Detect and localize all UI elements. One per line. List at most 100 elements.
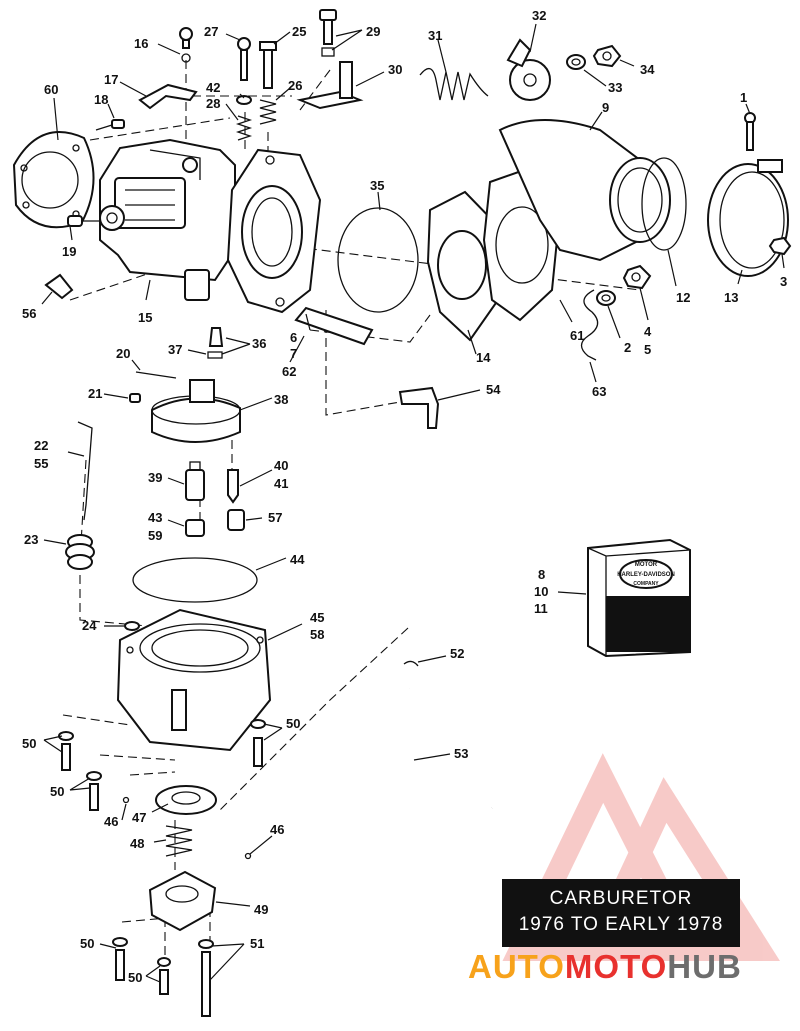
part-36-needle [207, 327, 224, 359]
callout-52: 52 [450, 646, 464, 661]
callout-36: 36 [252, 336, 266, 351]
callout-41: 41 [274, 476, 288, 491]
callout-28: 28 [206, 96, 220, 111]
part-32-throttle-lever [506, 38, 551, 101]
part-13-clamp [707, 159, 789, 277]
part-3-nut [768, 236, 792, 256]
part-29-screw [319, 9, 337, 57]
part-9-air-intake-elbow [498, 119, 671, 262]
watermark-part2: MOTO [564, 948, 668, 985]
part-49-pump-cover [148, 870, 217, 932]
callout-1: 1 [740, 90, 747, 105]
callout-45: 45 [310, 610, 324, 625]
part-39-jet [185, 461, 205, 501]
part-30-bracket [296, 61, 364, 110]
part-63-spring [580, 289, 599, 361]
callout-38: 38 [274, 392, 288, 407]
callout-63: 63 [592, 384, 606, 399]
part-14-gasket [426, 190, 502, 342]
callout-24: 24 [82, 618, 97, 633]
callout-12: 12 [676, 290, 690, 305]
part-8-parts-package [587, 538, 691, 658]
callout-16: 16 [134, 36, 148, 51]
part-42-washer [236, 95, 252, 105]
part-1-screw [744, 112, 756, 151]
callout-51: 51 [250, 936, 264, 951]
part-12-seal-ring [641, 157, 687, 251]
part-57-plug [227, 509, 245, 531]
callout-32: 32 [532, 8, 546, 23]
part-44-o-ring [132, 557, 258, 603]
part-50-screw-b [86, 771, 102, 811]
callout-57: 57 [268, 510, 282, 525]
part-60-gasket [12, 131, 95, 229]
part-54-fitting [398, 386, 440, 429]
callout-25: 25 [292, 24, 306, 39]
leader-lines [41, 23, 785, 983]
callout-53: 53 [454, 746, 468, 761]
part-19-screw [67, 215, 100, 227]
part-2-washer [596, 290, 616, 306]
package-label-line1: MOTOR [635, 562, 658, 568]
callout-34: 34 [640, 62, 655, 77]
part-20-pin [135, 371, 177, 379]
callout-39: 39 [148, 470, 162, 485]
watermark-logo-icon [502, 753, 780, 961]
part-17-bracket [138, 83, 198, 110]
callout-11: 11 [534, 601, 548, 616]
part-24-washer [124, 621, 140, 631]
callout-50d: 50 [80, 936, 94, 951]
callout-58: 58 [310, 627, 324, 642]
part-21-screw [129, 393, 141, 403]
part-46-check-ball [122, 796, 252, 860]
callout-2: 2 [624, 340, 631, 355]
part-4-nut [622, 264, 652, 290]
callout-5: 5 [644, 342, 651, 357]
callout-17: 17 [104, 72, 118, 87]
callout-3: 3 [780, 274, 787, 289]
callout-44: 44 [290, 552, 305, 567]
part-28-spring [235, 115, 253, 141]
part-50-screw-e [157, 957, 171, 995]
title-line2: 1976 TO EARLY 1978 [518, 914, 724, 935]
callout-10: 10 [534, 584, 548, 599]
callout-37: 37 [168, 342, 182, 357]
callout-20: 20 [116, 346, 130, 361]
part-45-float-bowl [116, 608, 272, 752]
part-15-carburetor-body [99, 138, 236, 301]
part-22-choke-rod [77, 421, 93, 521]
callout-33: 33 [608, 80, 622, 95]
watermark-brand: AUTOMOTOHUB [468, 948, 742, 986]
callout-6: 6 [290, 330, 297, 345]
part-35-o-ring [337, 207, 419, 313]
part-38-float [151, 379, 241, 443]
callout-50b: 50 [50, 784, 64, 799]
callout-30: 30 [388, 62, 402, 77]
callout-50a: 50 [22, 736, 36, 751]
part-6-stud [294, 306, 374, 346]
watermark-part3: HUB [667, 948, 742, 985]
watermark-part1: AUTO [468, 948, 565, 985]
package-label-line3: COMPANY [633, 581, 659, 587]
callout-13: 13 [724, 290, 738, 305]
part-48-spring [165, 825, 193, 857]
part-50-screw-a [58, 731, 74, 771]
title-line1: CARBURETOR [549, 888, 693, 909]
part-23-boot [65, 534, 95, 570]
callout-21: 21 [88, 386, 102, 401]
part-34-nut [592, 44, 622, 68]
part-15-mounting-flange [226, 148, 322, 314]
diagram-title-box: CARBURETOR 1976 TO EARLY 1978 [502, 879, 740, 947]
callout-15: 15 [138, 310, 152, 325]
part-50-screw-c [250, 719, 266, 767]
part-51-screw [198, 939, 214, 1017]
callout-62: 62 [282, 364, 296, 379]
callout-47: 47 [132, 810, 146, 825]
callout-59: 59 [148, 528, 162, 543]
callout-4: 4 [644, 324, 652, 339]
callout-50e: 50 [128, 970, 142, 985]
part-50-screw-d [112, 937, 128, 981]
part-18-screw [95, 119, 125, 131]
callout-42: 42 [206, 80, 220, 95]
